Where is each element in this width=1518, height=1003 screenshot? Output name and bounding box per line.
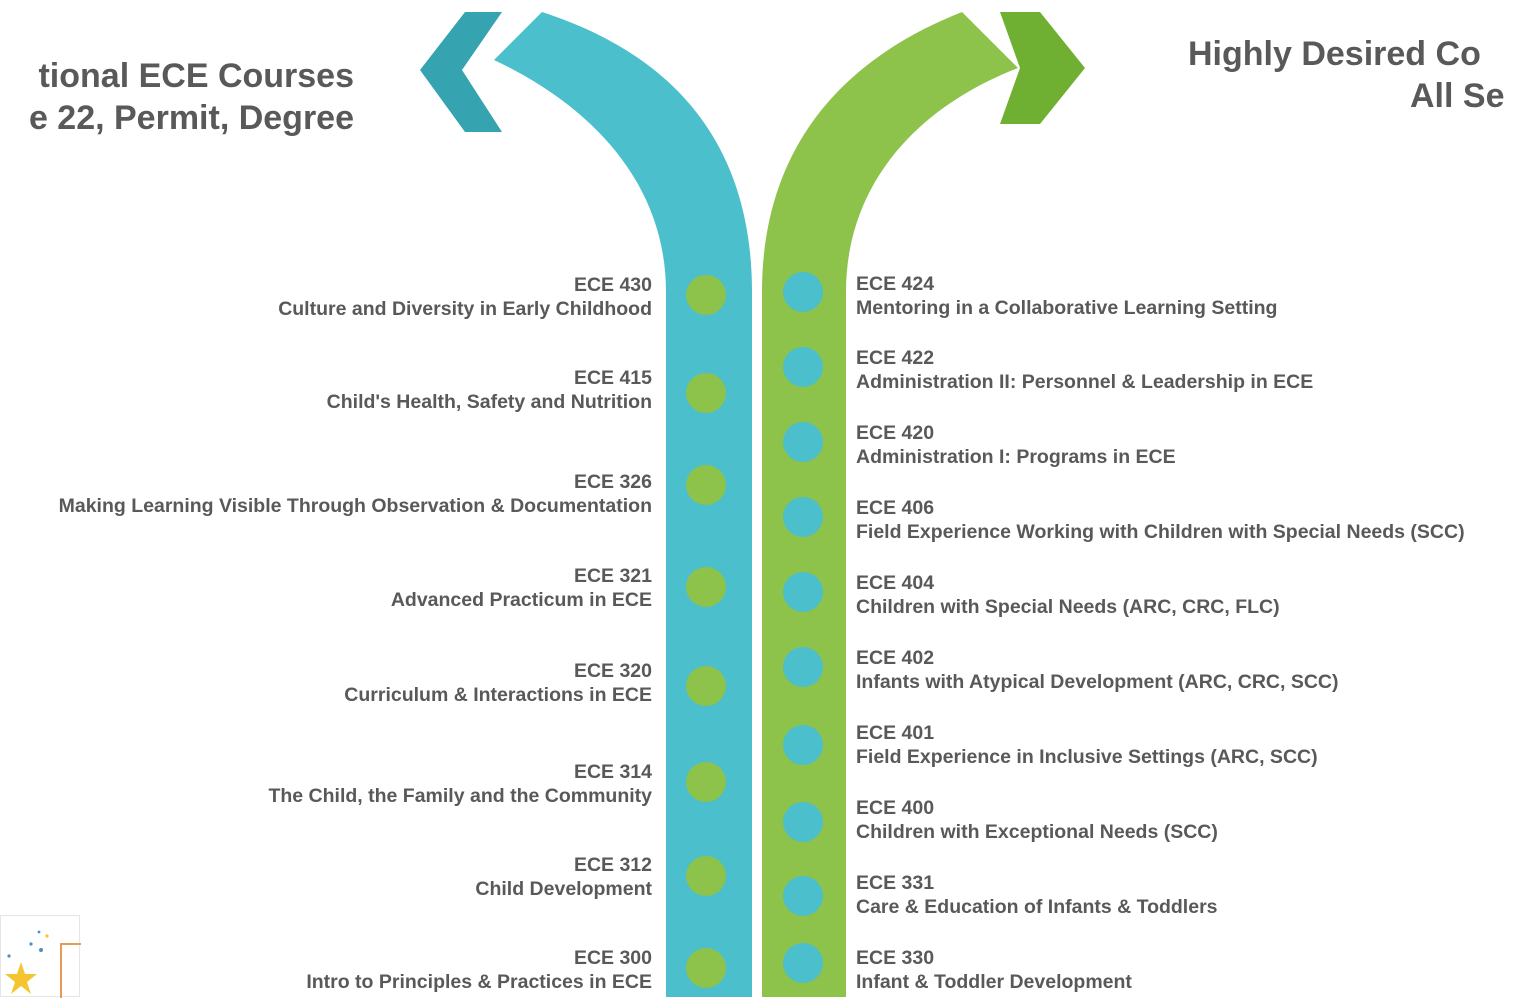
course-item: ECE 331 Care & Education of Infants & To… bbox=[856, 871, 1218, 919]
milestone-dot bbox=[783, 572, 823, 612]
milestone-dot bbox=[783, 943, 823, 983]
course-title: Curriculum & Interactions in ECE bbox=[344, 684, 652, 706]
milestone-dot bbox=[686, 373, 726, 413]
right-green-band bbox=[762, 12, 1018, 997]
course-code: ECE 331 bbox=[856, 872, 935, 894]
course-code: ECE 420 bbox=[856, 422, 935, 444]
course-title: Care & Education of Infants & Toddlers bbox=[856, 896, 1218, 918]
course-item: ECE 326 Making Learning Visible Through … bbox=[59, 470, 652, 518]
left-chevron-icon bbox=[420, 12, 502, 132]
course-item: ECE 420 Administration I: Programs in EC… bbox=[856, 421, 1176, 469]
milestone-dot bbox=[783, 422, 823, 462]
milestone-dot bbox=[686, 666, 726, 706]
course-item: ECE 404 Children with Special Needs (ARC… bbox=[856, 571, 1280, 619]
course-title: Field Experience Working with Children w… bbox=[856, 521, 1465, 543]
milestone-dot bbox=[783, 725, 823, 765]
right-heading-line1: Highly Desired Co bbox=[1188, 35, 1481, 73]
milestone-dot bbox=[686, 567, 726, 607]
course-code: ECE 300 bbox=[573, 947, 652, 969]
milestone-dot bbox=[686, 856, 726, 896]
course-item: ECE 424 Mentoring in a Collaborative Lea… bbox=[856, 272, 1277, 320]
milestone-dot bbox=[686, 948, 726, 988]
course-item: ECE 300 Intro to Principles & Practices … bbox=[306, 946, 652, 994]
right-heading: Highly Desired Co All Se bbox=[1188, 33, 1504, 117]
course-code: ECE 415 bbox=[573, 367, 652, 389]
course-title: The Child, the Family and the Community bbox=[268, 785, 652, 807]
course-title: Children with Special Needs (ARC, CRC, F… bbox=[856, 596, 1280, 618]
milestone-dot bbox=[783, 497, 823, 537]
course-title: Field Experience in Inclusive Settings (… bbox=[856, 746, 1318, 768]
left-heading-line2: e 22, Permit, Degree bbox=[28, 99, 354, 137]
left-teal-band bbox=[494, 12, 752, 997]
logo bbox=[0, 915, 81, 998]
course-code: ECE 402 bbox=[856, 647, 935, 669]
course-code: ECE 404 bbox=[856, 572, 935, 594]
course-title: Mentoring in a Collaborative Learning Se… bbox=[856, 297, 1278, 319]
course-item: ECE 330 Infant & Toddler Development bbox=[856, 946, 1132, 994]
course-title: Making Learning Visible Through Observat… bbox=[58, 495, 652, 517]
course-code: ECE 320 bbox=[573, 660, 652, 682]
course-item: ECE 415 Child's Health, Safety and Nutri… bbox=[327, 366, 652, 414]
milestone-dot bbox=[783, 876, 823, 916]
milestone-dot bbox=[783, 802, 823, 842]
course-item: ECE 312 Child Development bbox=[475, 853, 652, 901]
course-code: ECE 430 bbox=[573, 274, 652, 296]
milestone-dot bbox=[686, 275, 726, 315]
course-item: ECE 400 Children with Exceptional Needs … bbox=[856, 796, 1218, 844]
left-heading: tional ECE Courses e 22, Permit, Degree bbox=[29, 55, 354, 139]
course-title: Child's Health, Safety and Nutrition bbox=[326, 391, 652, 413]
course-title: Child Development bbox=[475, 878, 652, 900]
course-title: Administration II: Personnel & Leadershi… bbox=[856, 371, 1314, 393]
course-title: Infant & Toddler Development bbox=[856, 971, 1132, 993]
course-item: ECE 406 Field Experience Working with Ch… bbox=[856, 496, 1465, 544]
course-title: Culture and Diversity in Early Childhood bbox=[278, 298, 652, 320]
course-code: ECE 314 bbox=[573, 761, 652, 783]
course-code: ECE 330 bbox=[856, 947, 935, 969]
course-code: ECE 424 bbox=[856, 273, 935, 295]
star-icon bbox=[5, 930, 81, 998]
course-item: ECE 430 Culture and Diversity in Early C… bbox=[278, 273, 652, 321]
left-heading-line1: tional ECE Courses bbox=[38, 57, 354, 95]
course-title: Advanced Practicum in ECE bbox=[390, 589, 652, 611]
right-heading-line2: All Se bbox=[1410, 77, 1505, 115]
course-code: ECE 401 bbox=[856, 722, 935, 744]
course-code: ECE 312 bbox=[573, 854, 652, 876]
course-code: ECE 406 bbox=[856, 497, 935, 519]
course-item: ECE 314 The Child, the Family and the Co… bbox=[268, 760, 652, 808]
course-code: ECE 422 bbox=[856, 347, 935, 369]
course-title: Infants with Atypical Development (ARC, … bbox=[856, 671, 1339, 693]
course-item: ECE 320 Curriculum & Interactions in ECE bbox=[344, 659, 652, 707]
right-chevron-icon bbox=[1000, 12, 1085, 124]
milestone-dot bbox=[686, 762, 726, 802]
course-item: ECE 402 Infants with Atypical Developmen… bbox=[856, 646, 1338, 694]
course-title: Administration I: Programs in ECE bbox=[856, 446, 1176, 468]
milestone-dot bbox=[783, 347, 823, 387]
course-code: ECE 400 bbox=[856, 797, 935, 819]
course-item: ECE 321 Advanced Practicum in ECE bbox=[391, 564, 652, 612]
milestone-dot bbox=[783, 647, 823, 687]
milestone-dot bbox=[686, 465, 726, 505]
course-code: ECE 321 bbox=[573, 565, 652, 587]
course-title: Children with Exceptional Needs (SCC) bbox=[856, 821, 1218, 843]
course-code: ECE 326 bbox=[573, 471, 652, 493]
course-title: Intro to Principles & Practices in ECE bbox=[306, 971, 652, 993]
course-item: ECE 422 Administration II: Personnel & L… bbox=[856, 346, 1313, 394]
milestone-dot bbox=[783, 272, 823, 312]
course-item: ECE 401 Field Experience in Inclusive Se… bbox=[856, 721, 1318, 769]
